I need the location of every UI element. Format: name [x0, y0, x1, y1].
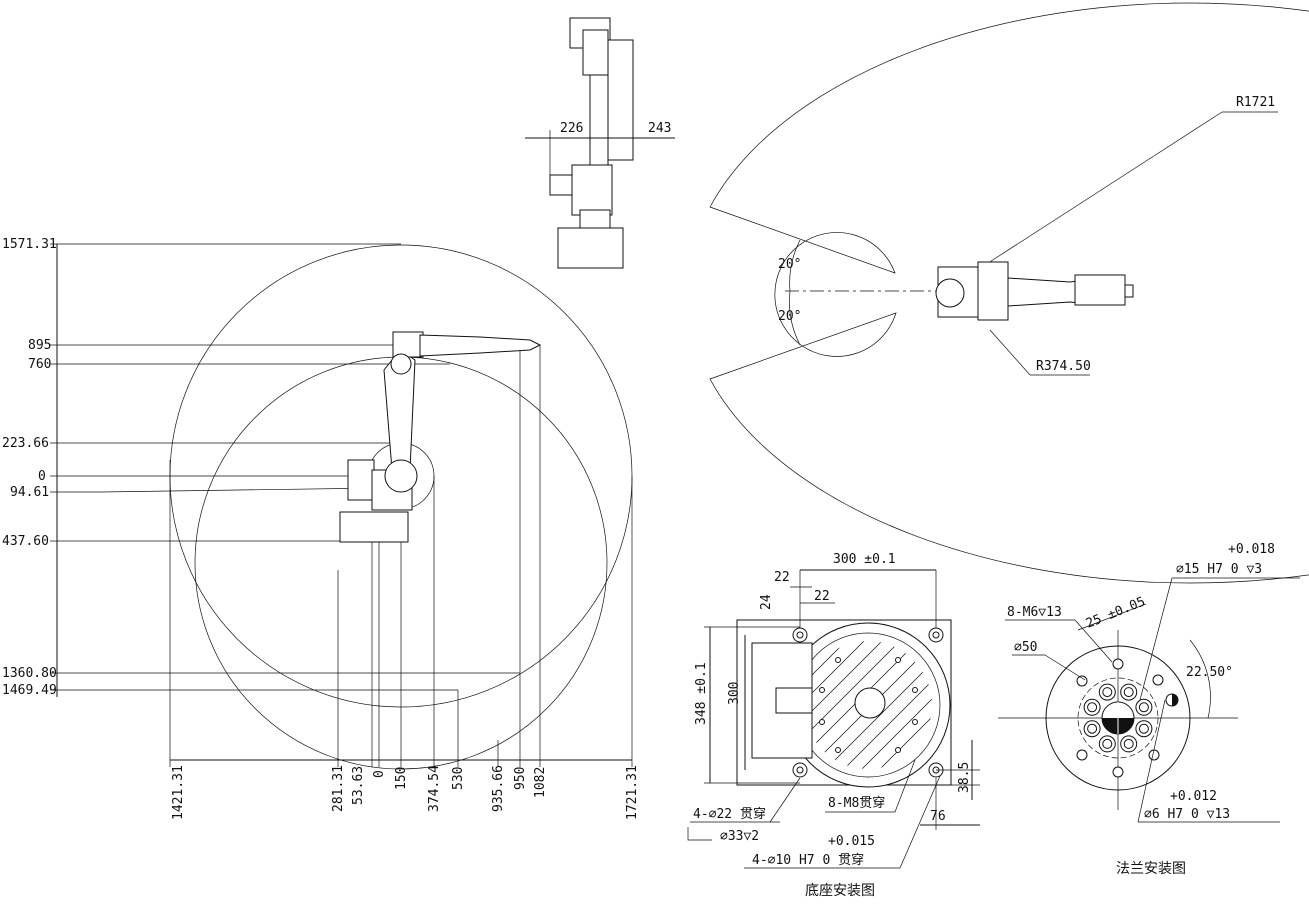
flange-dim-15: ∅15 H7 0 ▽3 — [1176, 562, 1262, 577]
robot-top-outline — [935, 261, 1134, 321]
hatch-line — [863, 641, 932, 769]
dim-243: 243 — [648, 121, 671, 136]
angle-lower: 20° — [778, 309, 801, 324]
hdim-1082: 1082 — [533, 767, 548, 798]
flange-dim-50: ∅50 — [1014, 640, 1037, 655]
angle-upper: 20° — [778, 257, 801, 272]
side-view: 1571.31 895 760 223.66 0 94.61 437.60 13… — [2, 237, 640, 820]
flange-hole — [1102, 687, 1113, 698]
flange-angle: 22.50° — [1186, 665, 1233, 680]
base-caption: 底座安装图 — [805, 883, 875, 899]
hdim-1421: 1421.31 — [171, 765, 186, 820]
flange-hole — [1138, 723, 1149, 734]
hdim-530: 530 — [451, 767, 466, 790]
flange-tol-bottom: +0.012 — [1170, 789, 1217, 804]
workspace-envelope — [709, 2, 1309, 584]
flange-tol-top: +0.018 — [1228, 542, 1275, 557]
base-note-m8: 8-M8贯穿 — [828, 795, 885, 811]
vdim-1469: 1469.49 — [2, 683, 57, 698]
radius-outer: R1721 — [1236, 95, 1275, 110]
hatch-line — [804, 641, 881, 769]
vdim-94: 94.61 — [10, 485, 49, 500]
base-note-counterbore: ∅33▽2 — [720, 829, 759, 844]
vdim-1571: 1571.31 — [2, 237, 57, 252]
base-note-holes: 4-∅22 贯穿 — [693, 806, 766, 822]
flange-dim-m6: 8-M6▽13 — [1007, 605, 1062, 620]
hdim-53: 53.63 — [351, 766, 366, 805]
hatch-line — [845, 641, 932, 769]
base-dim-300v: 300 — [727, 682, 742, 705]
base-dim-22b: 22 — [814, 589, 830, 604]
dim-226: 226 — [560, 121, 583, 136]
hatch-line — [804, 641, 863, 769]
workspace-top-view: 20° 20° R1721 R374.50 — [709, 2, 1309, 584]
flange-hole — [1102, 738, 1113, 749]
base-dim-300: 300 ±0.1 — [833, 552, 896, 567]
hdim-935: 935.66 — [491, 765, 506, 812]
flange-dim-6: ∅6 H7 0 ▽13 — [1144, 807, 1230, 822]
flange-mounting-view: +0.018 ∅15 H7 0 ▽3 8-M6▽13 25 ±0.05 ∅50 … — [998, 542, 1300, 877]
base-dim-22a: 22 — [774, 570, 790, 585]
base-dim-38: 38.5 — [957, 762, 972, 793]
hdim-281: 281.31 — [331, 765, 346, 812]
hatch-line — [804, 641, 899, 769]
top-elevation: 226 243 — [525, 17, 675, 269]
flange-caption: 法兰安装图 — [1116, 861, 1186, 877]
hdim-150: 150 — [394, 767, 409, 790]
hdim-374: 374.54 — [427, 765, 442, 812]
base-dim-348: 348 ±0.1 — [694, 662, 709, 725]
flange-hole — [1138, 702, 1149, 713]
flange-hole — [1123, 687, 1134, 698]
hdim-0: 0 — [372, 770, 387, 778]
flange-hole — [1123, 738, 1134, 749]
radius-inner: R374.50 — [1036, 359, 1091, 374]
hatch-line — [827, 641, 932, 769]
hatch-line — [804, 641, 917, 769]
hatch-line — [809, 641, 932, 769]
robot-side-outline — [339, 331, 542, 543]
vdim-895: 895 — [28, 338, 51, 353]
base-dim-24: 24 — [759, 594, 774, 610]
base-note-pin-tol: +0.015 — [828, 834, 875, 849]
base-mounting-view: 300 ±0.1 22 22 24 348 ±0.1 300 38.5 76 4… — [687, 552, 980, 899]
flange-hole — [1087, 723, 1098, 734]
vdim-223: 223.66 — [2, 436, 49, 451]
vdim-1360: 1360.80 — [2, 666, 57, 681]
vdim-760: 760 — [28, 357, 51, 372]
hdim-950: 950 — [513, 767, 528, 790]
flange-dim-25: 25 ±0.05 — [1084, 594, 1148, 631]
base-dim-76: 76 — [930, 809, 946, 824]
vdim-437: 437.60 — [2, 534, 49, 549]
vdim-0: 0 — [38, 469, 46, 484]
flange-bolt-holes — [1083, 683, 1153, 753]
flange-hole — [1087, 702, 1098, 713]
base-note-pin: 4-∅10 H7 0 贯穿 — [752, 852, 864, 868]
hdim-1721: 1721.31 — [625, 765, 640, 820]
